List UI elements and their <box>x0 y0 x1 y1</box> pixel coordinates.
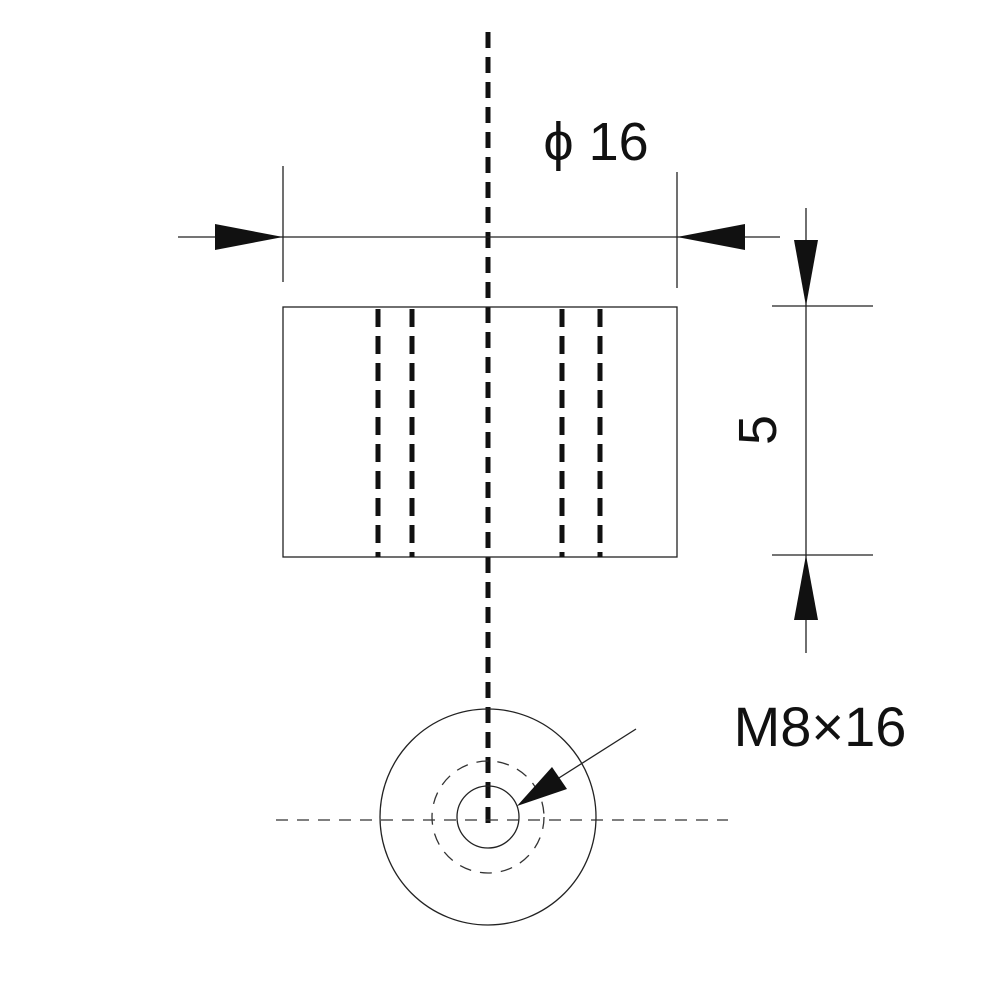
top-view <box>276 708 728 926</box>
diameter-label: ϕ 16 <box>543 112 648 172</box>
height-arrow-bottom <box>794 555 818 620</box>
thread-minor-circle <box>456 785 520 849</box>
diameter-arrow-right <box>677 224 745 250</box>
height-label: 5 <box>728 415 788 445</box>
front-view <box>282 306 678 558</box>
height-dimension: 5 <box>728 208 873 653</box>
height-arrow-top <box>794 240 818 306</box>
diameter-dimension: ϕ 16 <box>178 112 780 288</box>
front-view-outline <box>282 306 678 558</box>
thread-major-circle <box>431 760 545 874</box>
thread-label: M8×16 <box>734 695 907 758</box>
thread-leader-arrow <box>517 767 567 806</box>
thread-callout: M8×16 <box>517 695 906 806</box>
outer-circle <box>379 708 597 926</box>
diameter-arrow-left <box>215 224 283 250</box>
